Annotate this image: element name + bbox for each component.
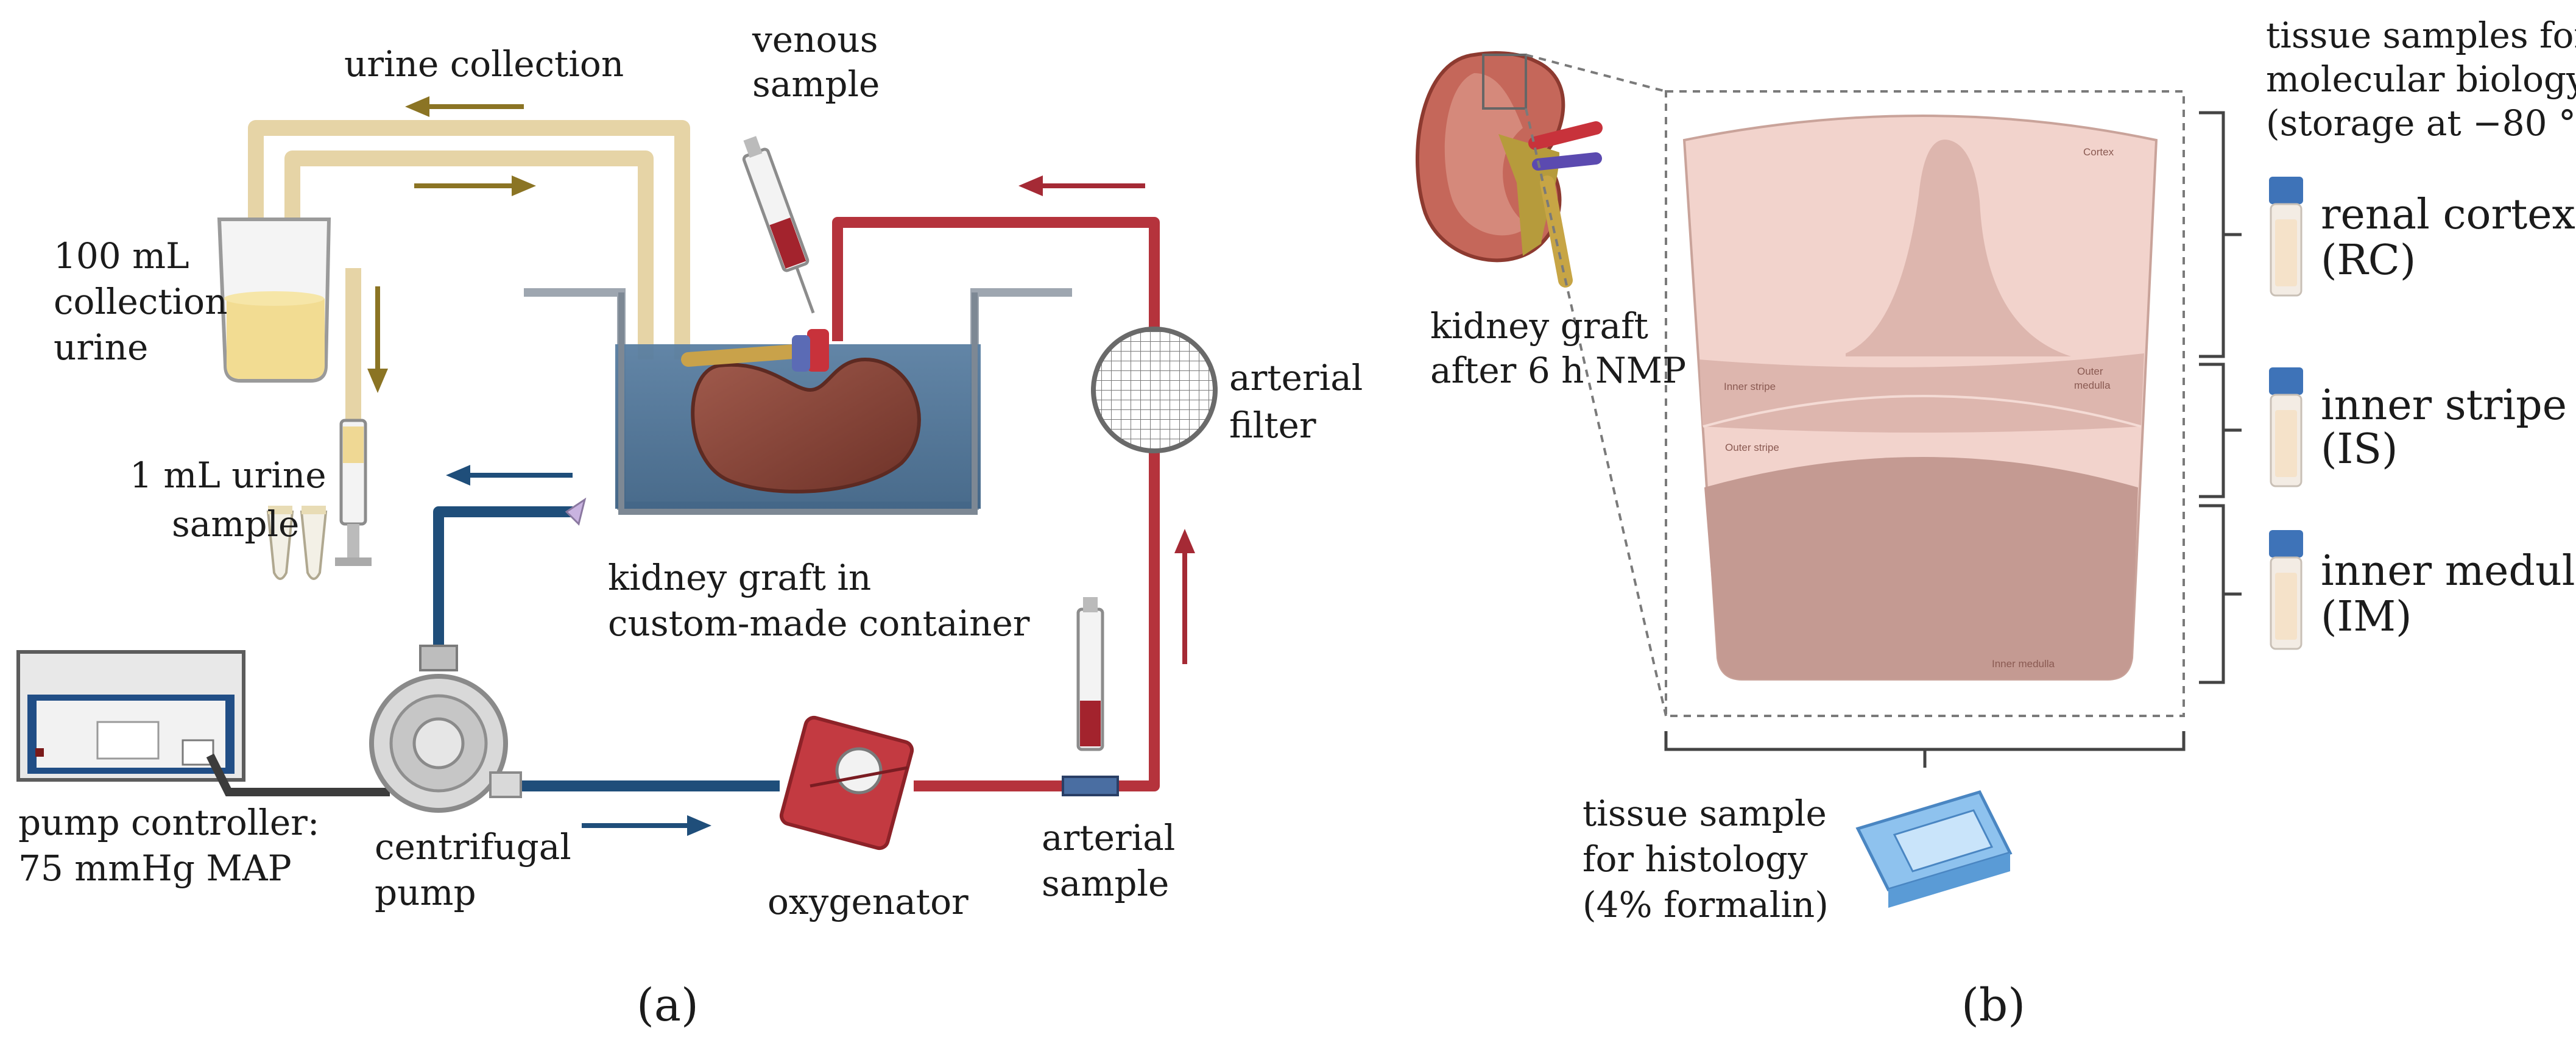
controller-cable (206, 753, 390, 796)
cryovial-is (2269, 367, 2303, 487)
label-inner-stripe-1: inner stripe (2321, 381, 2567, 430)
urine-syringe (335, 419, 372, 566)
connector-line (565, 497, 587, 526)
label-pump-controller-2: 75 mmHg MAP (18, 848, 292, 889)
cryovial-rc (2269, 177, 2303, 297)
label-collection-1: 100 mL (54, 235, 189, 277)
blood-flow-arrows (1018, 175, 1195, 664)
label-kidney-after-2: after 6 h NMP (1430, 350, 1686, 391)
sample-brackets (1664, 111, 2242, 768)
label-collection-2: collection (54, 281, 227, 322)
label-histology-2: for histology (1583, 838, 1808, 880)
arterial-line (433, 506, 780, 791)
panel-a-caption: (a) (637, 979, 699, 1032)
panel-a: urine collection venous sample 100 mL co… (16, 19, 1363, 1032)
label-oxygenator: oxygenator (768, 881, 969, 922)
label-kidney-graft-2: custom-made container (608, 603, 1030, 644)
label-urine-sample-2: sample (172, 503, 299, 545)
cryovial-im (2269, 530, 2303, 650)
zone-inner-medulla: Inner medulla (1992, 658, 2055, 670)
label-inner-stripe-2: (IS) (2321, 425, 2398, 473)
oxygenator (779, 715, 914, 851)
sample-tubes (266, 506, 328, 580)
label-urine-sample-1: 1 mL urine (130, 455, 326, 496)
zoom-guides (1525, 54, 2185, 717)
label-tissue-molecular-3: (storage at −80 °C) (2266, 102, 2576, 144)
label-arterial-sample-2: sample (1042, 863, 1169, 904)
label-venous-sample-2: sample (752, 63, 880, 105)
label-urine-collection: urine collection (344, 43, 624, 85)
zone-outer-stripe: Outer stripe (1725, 442, 1779, 453)
urine-flow-arrows (367, 96, 536, 393)
tissue-zone-labels: Cortex Inner stripe Outer stripe Outer m… (1724, 146, 2114, 670)
arterial-flow-arrows (446, 465, 711, 836)
label-renal-cortex-2: (RC) (2321, 236, 2416, 285)
panel-b-caption: (b) (1961, 979, 2025, 1032)
label-tissue-molecular-1: tissue samples for (2266, 15, 2576, 56)
kidney-graft (681, 329, 921, 494)
zone-inner-stripe: Inner stripe (1724, 381, 1776, 392)
pump-controller (16, 650, 245, 782)
label-kidney-after-1: kidney graft (1430, 305, 1648, 347)
label-renal-cortex-1: renal cortex (2321, 191, 2575, 239)
label-tissue-molecular-2: molecular biology (2266, 58, 2576, 100)
zone-outer-medulla-2: medulla (2074, 380, 2111, 391)
venous-syringe (742, 136, 815, 314)
label-arterial-filter-1: arterial (1229, 357, 1363, 398)
label-pump-controller-1: pump controller: (18, 802, 319, 843)
label-histology-3: (4% formalin) (1583, 884, 1829, 925)
urine-tubing (248, 120, 690, 426)
label-centrifugal-pump-2: pump (375, 872, 476, 913)
zone-cortex: Cortex (2083, 146, 2114, 158)
arterial-syringe (1062, 597, 1119, 796)
label-kidney-graft-1: kidney graft in (608, 557, 871, 598)
panel-b: Cortex Inner stripe Outer stripe Outer m… (1416, 15, 2576, 1032)
label-arterial-filter-2: filter (1229, 405, 1316, 446)
label-histology-1: tissue sample (1583, 793, 1827, 834)
centrifugal-pump (369, 645, 522, 813)
arterial-filter (1091, 327, 1218, 453)
kidney-section-icon (1416, 51, 1603, 288)
label-venous-sample-1: venous (752, 19, 878, 60)
collection-beaker (217, 218, 331, 383)
label-collection-3: urine (54, 327, 148, 368)
label-centrifugal-pump-1: centrifugal (375, 826, 571, 868)
label-arterial-sample-1: arterial (1042, 817, 1175, 858)
label-inner-medulla-2: (IM) (2321, 593, 2412, 641)
histology-cassette (1855, 790, 2013, 908)
zone-outer-medulla-1: Outer (2077, 366, 2103, 377)
label-inner-medulla-1: inner medulla (2321, 547, 2576, 595)
tissue-wedge (1682, 115, 2158, 681)
